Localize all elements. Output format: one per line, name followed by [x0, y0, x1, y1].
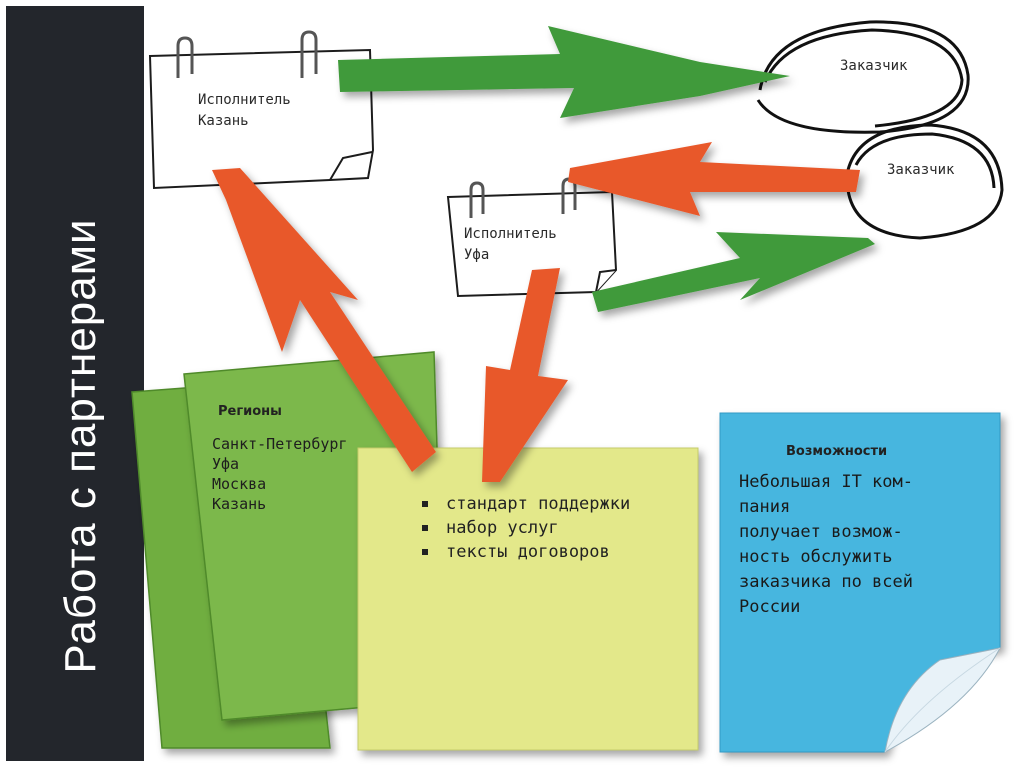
- customer-ellipse-right: [846, 123, 1004, 240]
- customer-ellipse-top: [756, 20, 970, 134]
- text-line: ность обслужить: [739, 547, 893, 567]
- list-item: тексты договоров: [420, 540, 630, 564]
- paperclip-icon: [176, 36, 194, 78]
- standards-list: стандарт поддержки набор услуг тексты до…: [420, 492, 630, 564]
- customer-label-top: Заказчик: [840, 58, 908, 74]
- text-line: заказчика по всей: [739, 572, 913, 592]
- paperclip-icon: [300, 30, 318, 78]
- standards-note: [357, 447, 699, 751]
- arrow-ufa-to-customer: [592, 232, 875, 312]
- text-line: пания: [739, 497, 791, 517]
- ufa-sheet: [446, 190, 618, 298]
- ufa-label-line2: Уфа: [464, 247, 490, 263]
- arrow-kazan-to-customer: [338, 26, 790, 118]
- sidebar-panel: Работа с партнерами: [6, 6, 144, 761]
- kazan-label-line2: Казань: [198, 113, 249, 129]
- regions-list: Санкт-Петербург Уфа Москва Казань: [212, 434, 347, 514]
- list-item: стандарт поддержки: [420, 492, 630, 516]
- arrow-ufa-to-standards: [482, 268, 568, 482]
- list-item: Уфа: [212, 455, 240, 473]
- list-item: Москва: [212, 475, 267, 493]
- ufa-label-line1: Исполнитель: [464, 226, 557, 242]
- text-line: Небольшая IT ком-: [739, 472, 913, 492]
- kazan-sheet: [148, 48, 375, 190]
- opportunities-heading: Возможности: [786, 444, 888, 459]
- list-item: набор услуг: [420, 516, 630, 540]
- paperclip-icon: [469, 181, 485, 218]
- kazan-label-line1: Исполнитель: [198, 92, 291, 108]
- opportunities-text: Небольшая IT ком- пания получает возмож-…: [739, 470, 989, 620]
- ufa-label: Исполнитель Уфа: [464, 224, 557, 266]
- customer-label-right: Заказчик: [887, 162, 955, 178]
- arrow-standards-to-kazan: [212, 168, 436, 472]
- opportunities-note: [719, 412, 1001, 753]
- text-line: России: [739, 597, 801, 617]
- kazan-label: Исполнитель Казань: [198, 90, 291, 132]
- text-line: получает возмож-: [739, 522, 903, 542]
- list-item: Казань: [212, 495, 267, 513]
- regions-heading: Регионы: [218, 404, 282, 419]
- arrow-customer-to-ufa: [568, 142, 860, 216]
- list-item: Санкт-Петербург: [212, 435, 348, 453]
